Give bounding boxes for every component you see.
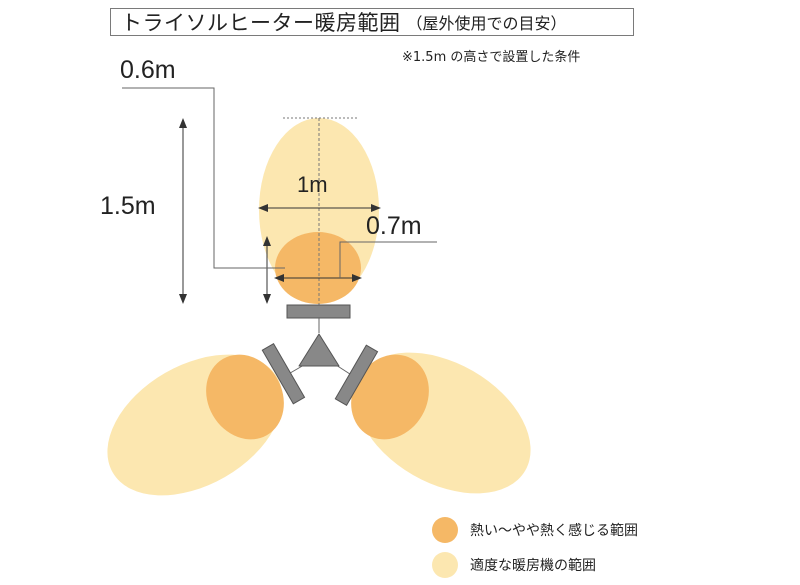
leader-0.6m — [122, 87, 285, 269]
heater-body-triangle — [298, 333, 340, 367]
label-width-outer: 1m — [297, 172, 328, 197]
left-heater-panel — [261, 342, 306, 405]
title-box: トライソルヒーター暖房範囲 （屋外使用での目安） — [110, 8, 634, 36]
top-heater-panel — [286, 304, 351, 319]
top-hot-range — [275, 232, 361, 304]
right-hot-range — [351, 354, 429, 440]
condition-note: ※1.5m の高さで設置した条件 — [402, 50, 581, 65]
title-main: トライソルヒーター暖房範囲 — [121, 11, 401, 35]
right-heater-panel — [334, 344, 379, 407]
legend-swatch-hot — [432, 517, 458, 543]
label-height: 1.5m — [100, 192, 156, 220]
label-height-inner: 0.7m — [366, 212, 422, 240]
legend-item-hot: 熱い～やや熱く感じる範囲 — [432, 517, 638, 543]
left-hot-range — [206, 354, 284, 440]
label-width-inner: 0.6m — [120, 56, 176, 84]
title-sub: （屋外使用での目安） — [406, 14, 567, 33]
legend-swatch-mild — [432, 552, 458, 578]
leader-0.7m — [339, 241, 437, 278]
legend-item-mild: 適度な暖房機の範囲 — [432, 552, 596, 578]
legend-label-hot: 熱い～やや熱く感じる範囲 — [470, 523, 638, 539]
legend-label-mild: 適度な暖房機の範囲 — [470, 558, 596, 574]
